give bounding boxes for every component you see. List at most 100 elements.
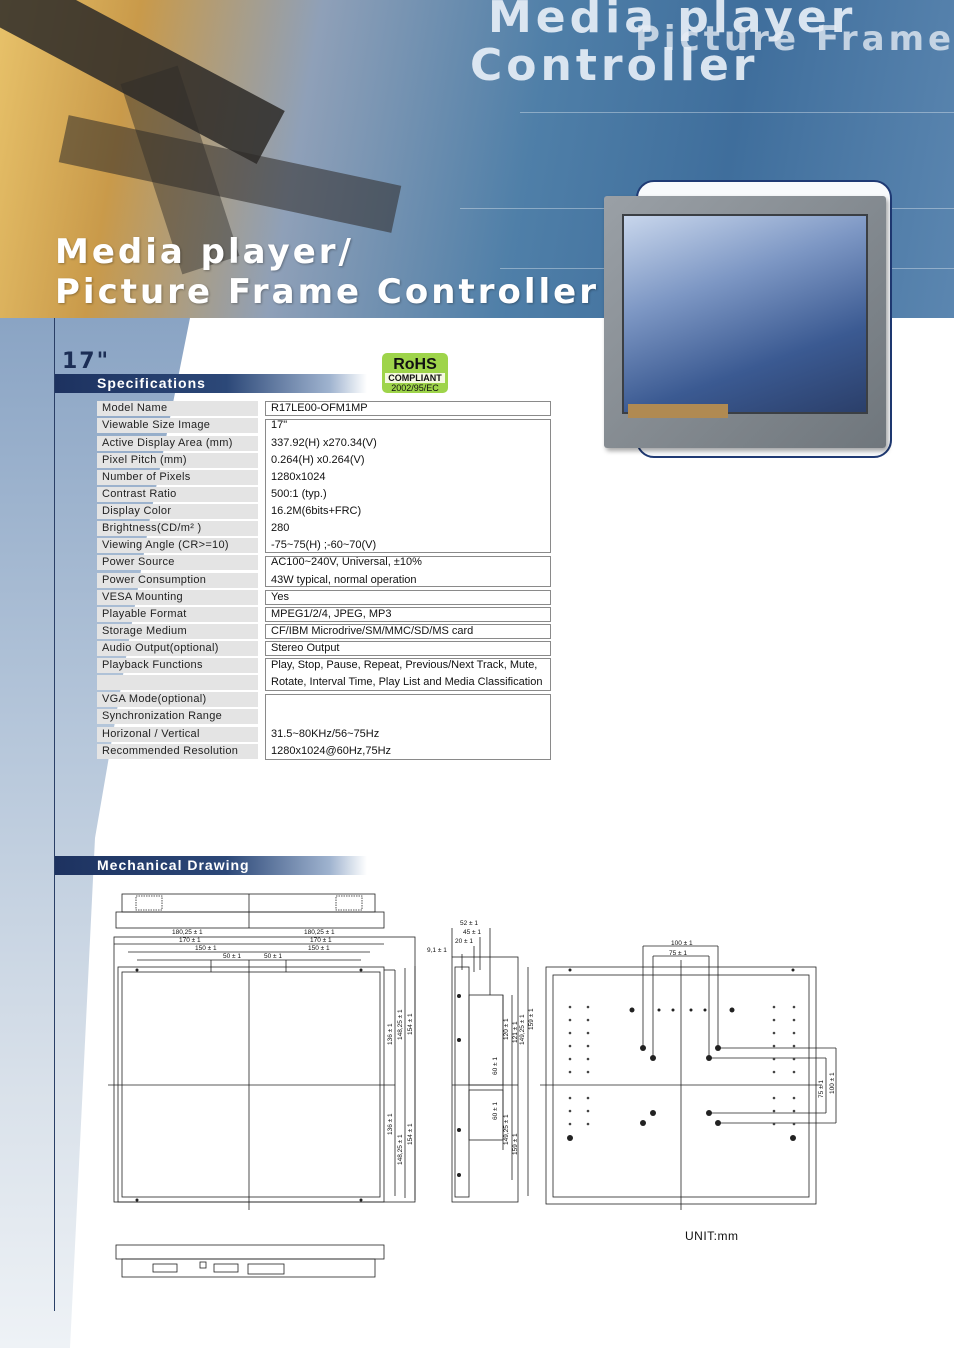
spec-value: 500:1 (typ.) <box>271 488 327 500</box>
spec-value-box <box>265 694 551 760</box>
dim-label: 100 ± 1 <box>829 1072 836 1094</box>
spec-value: 280 <box>271 522 290 534</box>
dim-label: 75 ± 1 <box>818 1080 825 1098</box>
dim-label: 154 ± 1 <box>407 1013 414 1035</box>
spec-value: Stereo Output <box>271 642 340 654</box>
specifications-heading: Specifications <box>55 374 367 393</box>
spec-value: MPEG1/2/4, JPEG, MP3 <box>271 608 392 620</box>
dim-label: 60 ± 1 <box>492 1102 499 1120</box>
spec-label: Viewable Size Image <box>97 418 258 433</box>
dim-label: 150 ± 1 <box>308 945 330 952</box>
back-view <box>540 945 837 1210</box>
spec-value: CF/IBM Microdrive/SM/MMC/SD/MS card <box>271 625 474 637</box>
dim-label: 136 ± 1 <box>387 1023 394 1045</box>
dim-label: 52 ± 1 <box>460 920 478 927</box>
spec-label: Brightness(CD/m² ) <box>97 521 258 536</box>
spec-value: Yes <box>271 591 289 603</box>
spec-value: 43W typical, normal operation <box>271 574 417 586</box>
spec-value-box <box>265 658 551 691</box>
spec-value-box <box>265 590 551 605</box>
spec-label: Model Name <box>97 401 258 416</box>
spec-label: Playback Functions <box>97 658 258 673</box>
dim-label: 75 ± 1 <box>669 950 687 957</box>
product-screen <box>622 214 868 414</box>
spec-label: Power Source <box>97 555 258 570</box>
dim-label: 9,1 ± 1 <box>427 947 447 954</box>
dim-label: 148,25 ± 1 <box>397 1134 404 1165</box>
spec-value: R17LE00-OFM1MP <box>271 402 368 414</box>
dim-label: 149,25 ± 1 <box>503 1114 510 1145</box>
spec-value: 31.5~80KHz/56~75Hz <box>271 728 380 740</box>
page-title: Media player/ Picture Frame Controller <box>55 232 599 312</box>
spec-label: Storage Medium <box>97 624 258 639</box>
dim-label: 149,25 ± 1 <box>519 1014 526 1045</box>
dim-label: 154 ± 1 <box>407 1123 414 1145</box>
dim-label: 180,25 ± 1 <box>304 929 335 936</box>
spec-label: Contrast Ratio <box>97 487 258 502</box>
spec-value: 16.2M(6bits+FRC) <box>271 505 362 517</box>
spec-value-box <box>265 401 551 416</box>
spec-value: 337.92(H) x270.34(V) <box>271 437 377 449</box>
rohs-compliant: COMPLIANT <box>385 373 445 383</box>
dim-label: 159 ± 1 <box>512 1133 519 1155</box>
header-title-line1: Media player <box>488 0 857 43</box>
vent-holes <box>568 1005 796 1126</box>
spec-value: AC100~240V, Universal, ±10% <box>271 556 422 568</box>
spec-label: VGA Mode(optional) <box>97 692 258 707</box>
spec-value-box <box>265 556 551 587</box>
dim-label: 120 ± 1 <box>503 1018 510 1040</box>
page-title-line1: Media player/ <box>55 232 354 272</box>
dim-label: 45 ± 1 <box>463 929 481 936</box>
left-rule <box>54 318 55 1311</box>
header-title-line2: Controller <box>470 40 759 91</box>
spec-value: Play, Stop, Pause, Repeat, Previous/Next… <box>271 659 538 671</box>
front-view <box>108 936 416 1210</box>
spec-value: 0.264(H) x0.264(V) <box>271 454 365 466</box>
page-title-line2: Picture Frame Controller <box>55 272 599 312</box>
spec-label: Number of Pixels <box>97 470 258 485</box>
dim-label: 170 ± 1 <box>310 937 332 944</box>
dim-label: 159 ± 1 <box>528 1008 535 1030</box>
header-title-line3: Picture Frame <box>635 19 954 59</box>
banner-line <box>520 112 954 113</box>
dim-label: 50 ± 1 <box>264 953 282 960</box>
spec-label: Playable Format <box>97 607 258 622</box>
dim-label: 100 ± 1 <box>671 940 693 947</box>
dim-label: 121 ± 1 <box>512 1021 519 1043</box>
spec-value: Rotate, Interval Time, Play List and Med… <box>271 676 543 688</box>
spec-value: -75~75(H) ;-60~70(V) <box>271 539 377 551</box>
spec-label: Pixel Pitch (mm) <box>97 453 258 468</box>
spec-label: Synchronization Range <box>97 709 258 724</box>
spec-value: 1280x1024@60Hz,75Hz <box>271 745 392 757</box>
dim-label: 20 ± 1 <box>455 938 473 945</box>
dim-label: 180,25 ± 1 <box>172 929 203 936</box>
unit-label: UNIT:mm <box>685 1229 739 1243</box>
spec-value-box <box>265 624 551 639</box>
spec-label: Recommended Resolution <box>97 744 258 759</box>
bottom-view <box>115 1244 385 1278</box>
product-control-board <box>628 404 728 418</box>
rohs-badge: RoHS COMPLIANT 2002/95/EC <box>382 353 448 393</box>
screen-size: 17" <box>62 349 111 374</box>
spec-label: Active Display Area (mm) <box>97 436 258 451</box>
dim-label: 150 ± 1 <box>195 945 217 952</box>
spec-label: Display Color <box>97 504 258 519</box>
spec-label: Audio Output(optional) <box>97 641 258 656</box>
top-view <box>115 893 385 929</box>
spec-label: Power Consumption <box>97 573 258 588</box>
spec-value: 1280x1024 <box>271 471 326 483</box>
spec-label-filler <box>97 675 258 690</box>
rohs-directive: 2002/95/EC <box>391 383 439 393</box>
rohs-title: RoHS <box>393 356 437 373</box>
dim-label: 136 ± 1 <box>387 1113 394 1135</box>
mounting-holes <box>135 968 796 1202</box>
side-view <box>451 928 529 1203</box>
dim-label: 148,25 ± 1 <box>397 1009 404 1040</box>
dim-label: 50 ± 1 <box>223 953 241 960</box>
dimension-labels: 180,25 ± 1 180,25 ± 1 170 ± 1 170 ± 1 15… <box>172 920 836 1165</box>
spec-label: VESA Mounting <box>97 590 258 605</box>
spec-value: 17" <box>271 419 288 431</box>
spec-label: Horizonal / Vertical <box>97 727 258 742</box>
mechanical-drawing-heading: Mechanical Drawing <box>55 856 367 875</box>
dim-label: 170 ± 1 <box>179 937 201 944</box>
